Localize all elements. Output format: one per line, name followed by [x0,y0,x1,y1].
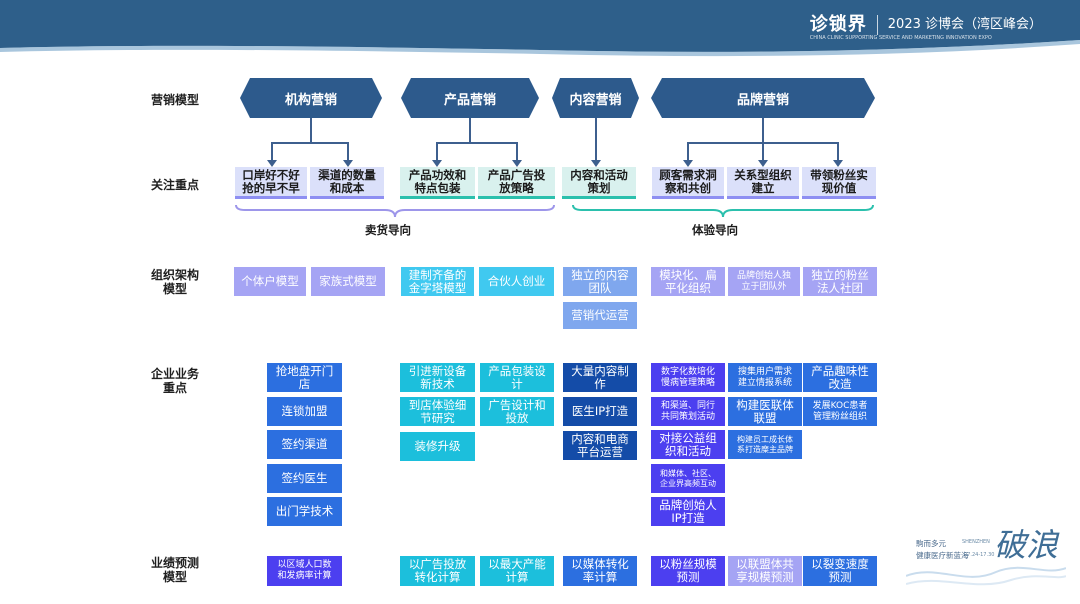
business-item: 和渠道、同行 共同策划活动 [651,397,725,426]
model-institution: 机构营销 [240,78,382,118]
connector [516,142,518,160]
orientation-experience: 体验导向 [692,223,738,237]
focus-item: 内容和活动 策划 [562,167,636,199]
business-item: 抢地盘开门 店 [267,363,342,392]
business-item: 签约渠道 [267,430,342,459]
business-item: 数字化数培化 慢病管理策略 [651,363,725,392]
org-item: 品牌创始人独 立于团队外 [728,267,800,296]
row-label-business: 企业业务 重点 [150,367,199,395]
focus-item: 产品功效和 特点包装 [400,167,475,199]
org-item: 独立的内容 团队 [563,267,637,296]
forecast-item: 以媒体转化 率计算 [563,556,637,586]
business-item: 搜集用户需求 建立情报系统 [728,363,802,392]
model-product: 产品营销 [401,78,539,118]
connector [310,118,312,142]
connector [687,142,689,160]
business-item: 医生IP打造 [563,397,637,426]
business-item: 签约医生 [267,464,342,493]
header-banner [0,0,1080,57]
business-item: 产品趣味性 改造 [803,363,877,392]
business-item: 和媒体、社区、 企业界高频互动 [651,464,725,493]
header-brand: 诊锁界 2023 诊博会（湾区峰会） CHINA CLINIC SUPPORTI… [809,12,1042,42]
business-item: 对接公益组 织和活动 [651,430,725,459]
brand-subtitle: CHINA CLINIC SUPPORTING SERVICE AND MARK… [809,35,992,41]
brace-sales [235,204,555,218]
connector [762,118,764,142]
connector-arrow [591,160,601,167]
model-content: 内容营销 [552,78,639,118]
focus-item: 顾客需求洞 察和共创 [652,167,724,199]
deco-line1: 駒而多元 [916,539,946,548]
model-brand: 品牌营销 [651,78,875,118]
forecast-item: 以粉丝规模 预测 [651,556,725,586]
forecast-item: 以最大产能 计算 [480,556,554,586]
connector-arrow [343,160,353,167]
deco-date: 07.24-17.30 [964,552,995,558]
focus-item: 口岸好不好 抢的早不早 [235,167,307,199]
connector [469,118,471,142]
brand-logo: 诊锁界 [809,14,867,35]
connector [595,118,597,160]
business-item: 装修升级 [400,432,475,461]
deco-line2: 健康医疗新蓝海 [916,551,969,560]
orientation-sales: 卖货导向 [365,223,411,237]
business-item: 引进新设备 新技术 [400,363,475,392]
org-item: 建制齐备的 金字塔模型 [401,267,474,296]
focus-item: 带领粉丝实 现价值 [802,167,876,199]
business-item: 出门学技术 [267,497,342,526]
forecast-item: 以广告投放 转化计算 [400,556,475,586]
connector-arrow [512,160,522,167]
connector [347,142,349,160]
connector [271,142,349,144]
business-item: 连锁加盟 [267,397,342,426]
org-item: 家族式模型 [311,267,385,296]
org-item: 合伙人创业 [479,267,554,296]
connector [271,142,273,160]
business-item: 产品包装设 计 [480,363,554,392]
brand-divider [876,15,878,35]
connector [837,142,839,160]
business-item: 发展KOC患者 管理粉丝组织 [803,397,877,426]
business-item: 构建员工成长体 系打造糜主品牌 [728,430,802,459]
focus-item: 渠道的数量 和成本 [310,167,384,199]
wave-graphic [906,566,1066,586]
business-item: 品牌创始人 IP打造 [651,497,725,526]
org-item: 个体户模型 [234,267,306,296]
connector [436,142,438,160]
forecast-item: 以裂变速度 预测 [803,556,877,586]
row-label-model: 营销模型 [150,93,199,107]
connector-arrow [833,160,843,167]
connector [762,142,764,160]
org-item: 营销代运营 [563,302,637,329]
business-item: 到店体验细 节研究 [400,397,475,426]
business-item: 内容和电商 平台运营 [563,431,637,460]
row-label-forecast: 业绩预测 模型 [150,556,199,584]
row-label-focus: 关注重点 [150,178,199,192]
business-item: 大量内容制 作 [563,363,637,392]
business-item: 构建医联体 联盟 [728,397,802,426]
deco-title: 破浪 [994,526,1059,564]
focus-item: 关系型组织 建立 [727,167,799,199]
forecast-item: 以联盟体共 享规模预测 [728,556,802,586]
model-content-label: 内容营销 [569,92,622,108]
business-item: 广告设计和 投放 [480,397,554,426]
event-watermark: 破浪 駒而多元 健康医疗新蓝海 SHENZHEN 07.24-17.30 [906,526,1066,590]
model-institution-label: 机构营销 [284,92,337,108]
event-title: 2023 诊博会（湾区峰会） [887,17,1042,32]
forecast-item: 以区域人口数 和发病率计算 [267,556,342,586]
model-brand-label: 品牌营销 [736,92,789,108]
org-item: 独立的粉丝 法人社团 [803,267,877,296]
row-label-org: 组织架构 模型 [150,268,199,296]
connector-arrow [432,160,442,167]
connector-arrow [683,160,693,167]
focus-item: 产品广告投 放策略 [478,167,555,199]
connector-arrow [267,160,277,167]
connector-arrow [758,160,768,167]
org-item: 模块化、扁 平化组织 [651,267,725,296]
brace-experience [572,204,874,218]
model-product-label: 产品营销 [443,92,496,108]
connector [436,142,518,144]
deco-en: SHENZHEN [962,539,990,545]
